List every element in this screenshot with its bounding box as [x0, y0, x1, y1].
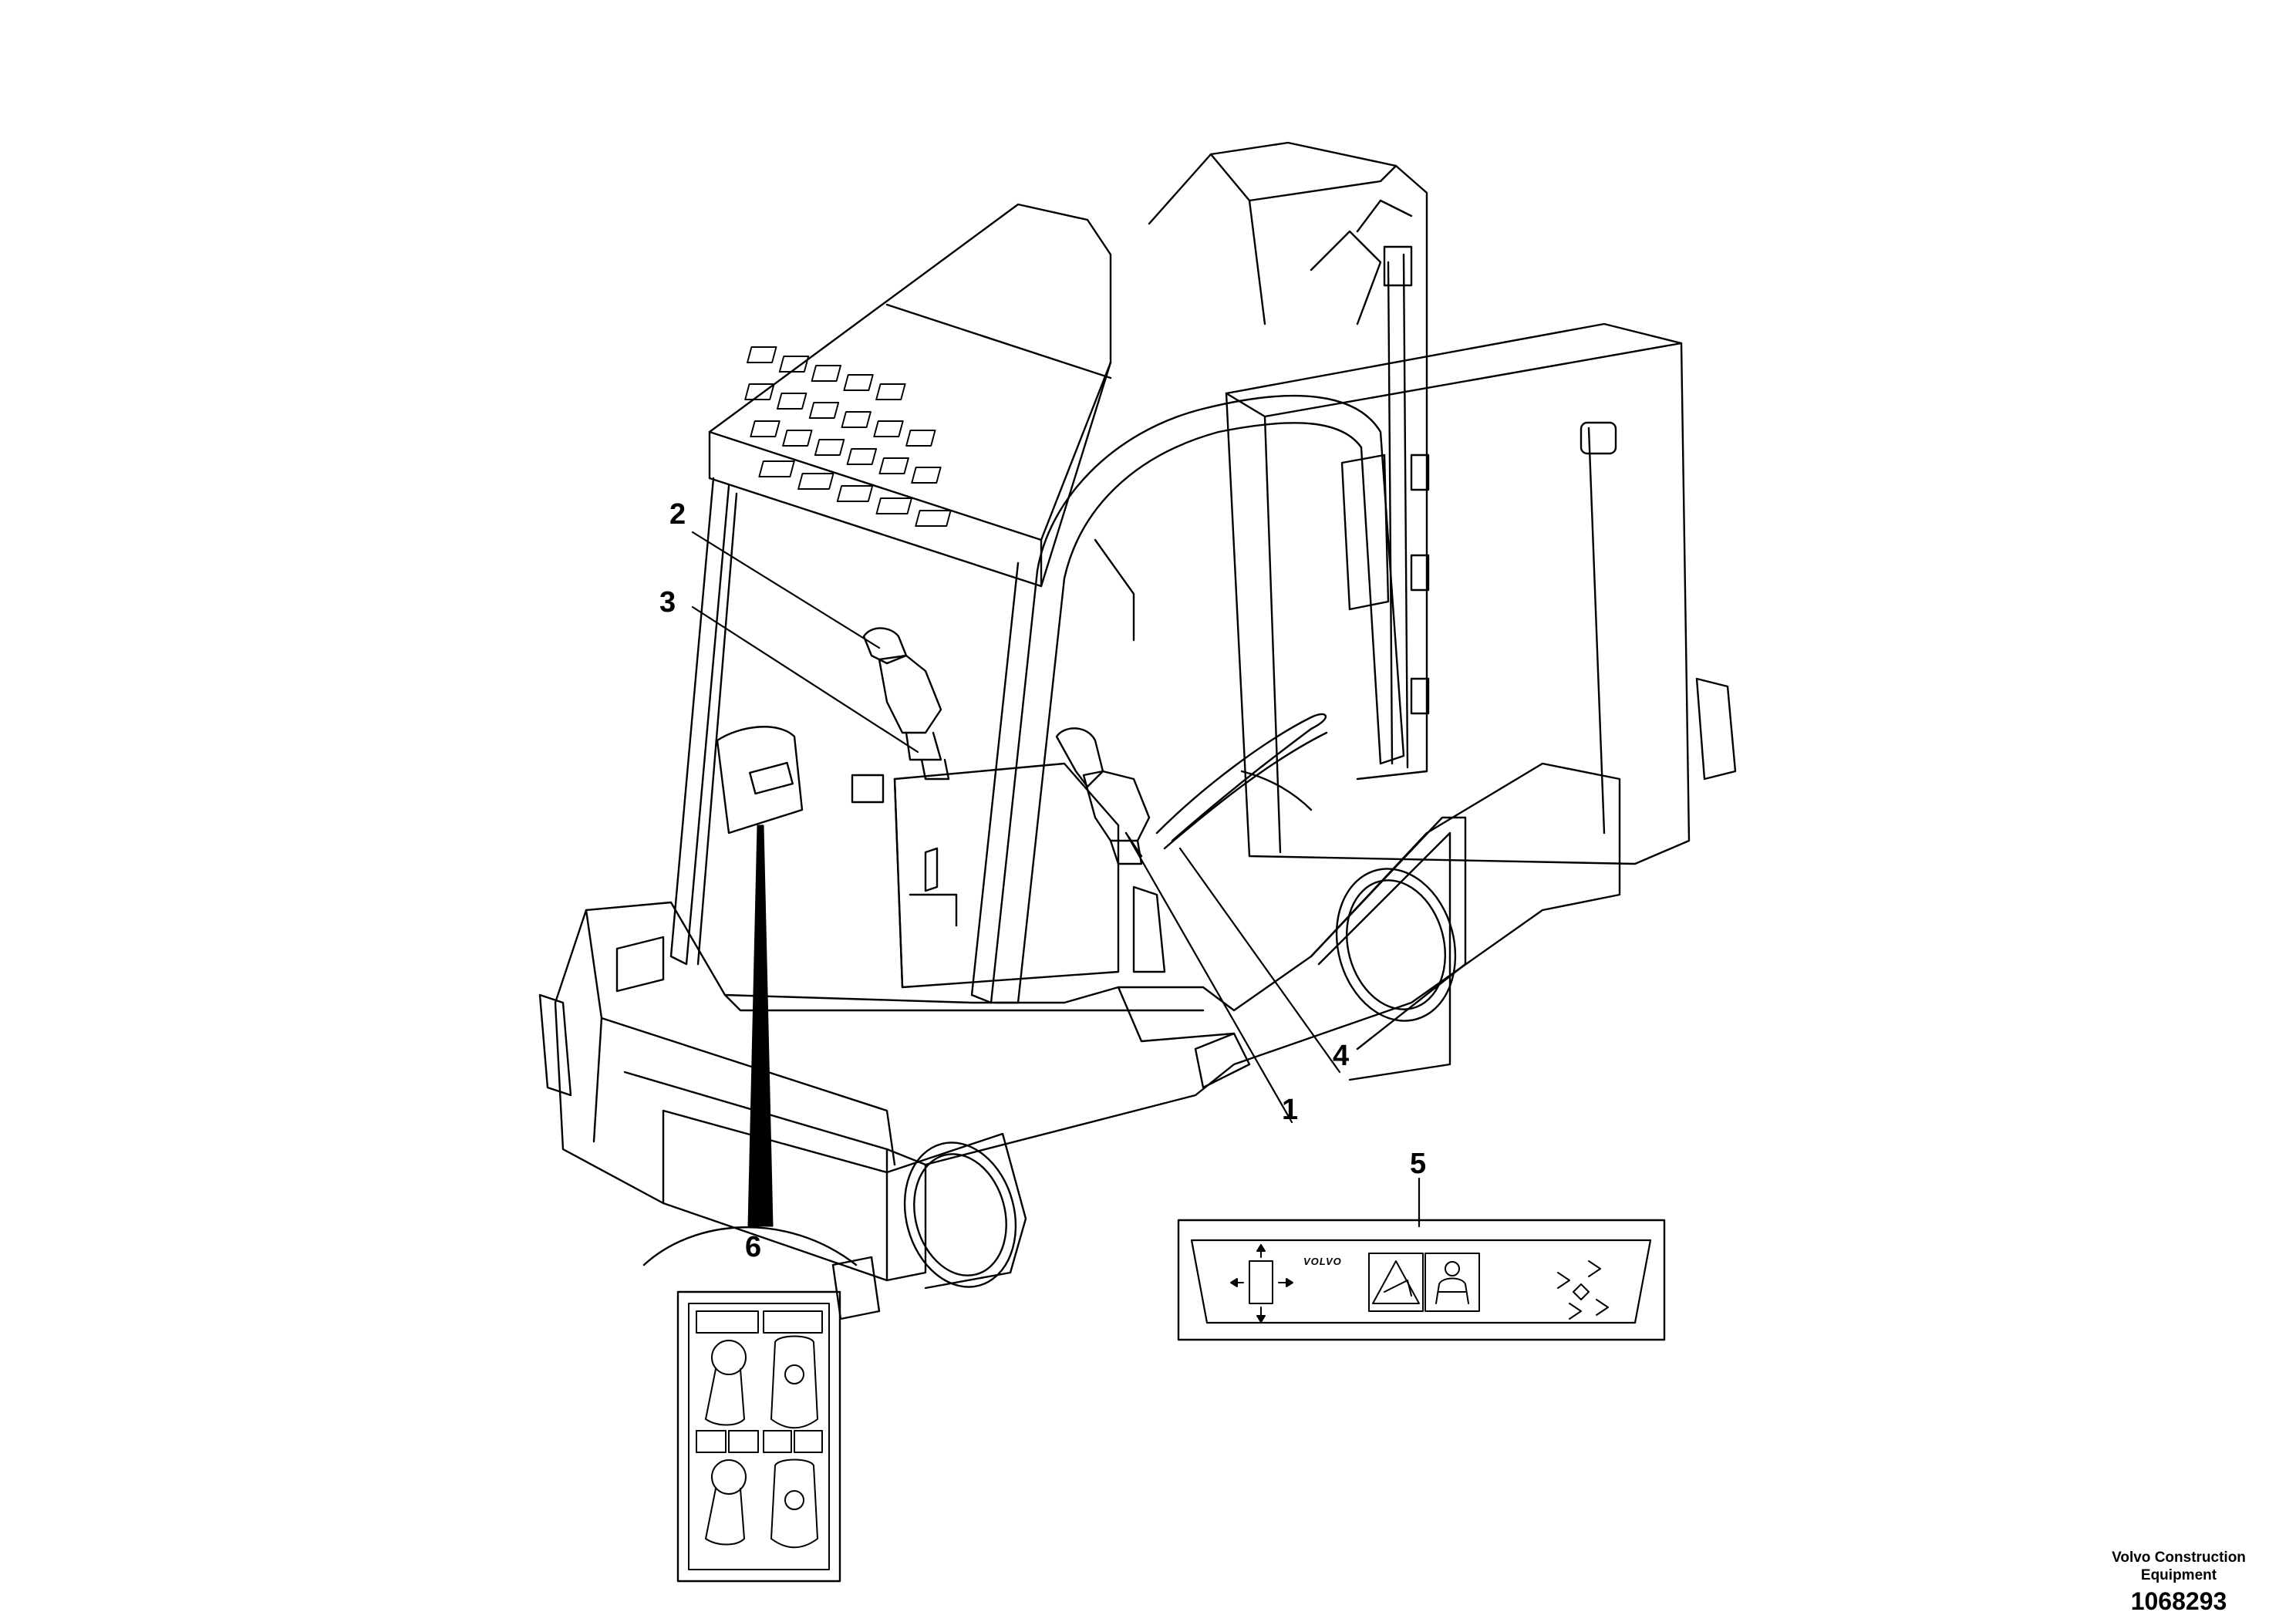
callout-4: 4 [1333, 1040, 1350, 1072]
rops-cab [669, 203, 1405, 1004]
callout-6: 6 [745, 1231, 762, 1263]
callout-3: 3 [659, 586, 676, 619]
brand-label: Volvo Construction Equipment [2082, 1549, 2275, 1584]
brand-line-2: Equipment [2140, 1567, 2217, 1583]
joystick-left [862, 627, 950, 781]
warning-crush-icon [1368, 1253, 1424, 1312]
callout-1: 1 [1282, 1094, 1299, 1126]
lever-pattern-icon [696, 1310, 823, 1549]
decal-6-detail [642, 1226, 858, 1583]
seat-box [851, 762, 1166, 989]
rear-tower [1148, 141, 1430, 781]
joystick-icon [1230, 1244, 1293, 1323]
leader-lines [691, 531, 1421, 1228]
callout-5: 5 [1410, 1148, 1427, 1180]
document-number: 1068293 [2130, 1587, 2227, 1615]
decal-5-logo: VOLVO [1303, 1256, 1342, 1267]
direction-arrows-icon [1557, 1260, 1609, 1320]
side-decal-location [716, 726, 804, 835]
leader-wedge-6 [747, 824, 774, 1227]
callout-2: 2 [669, 498, 686, 531]
seatbelt-icon [1424, 1253, 1480, 1312]
brand-line-1: Volvo Construction [2112, 1549, 2246, 1566]
joystick-right [1055, 727, 1151, 865]
decal-5-detail [1177, 1177, 1666, 1341]
chassis [538, 762, 1621, 1320]
wiring-harness [1155, 713, 1328, 850]
engine-hood [1225, 322, 1737, 865]
